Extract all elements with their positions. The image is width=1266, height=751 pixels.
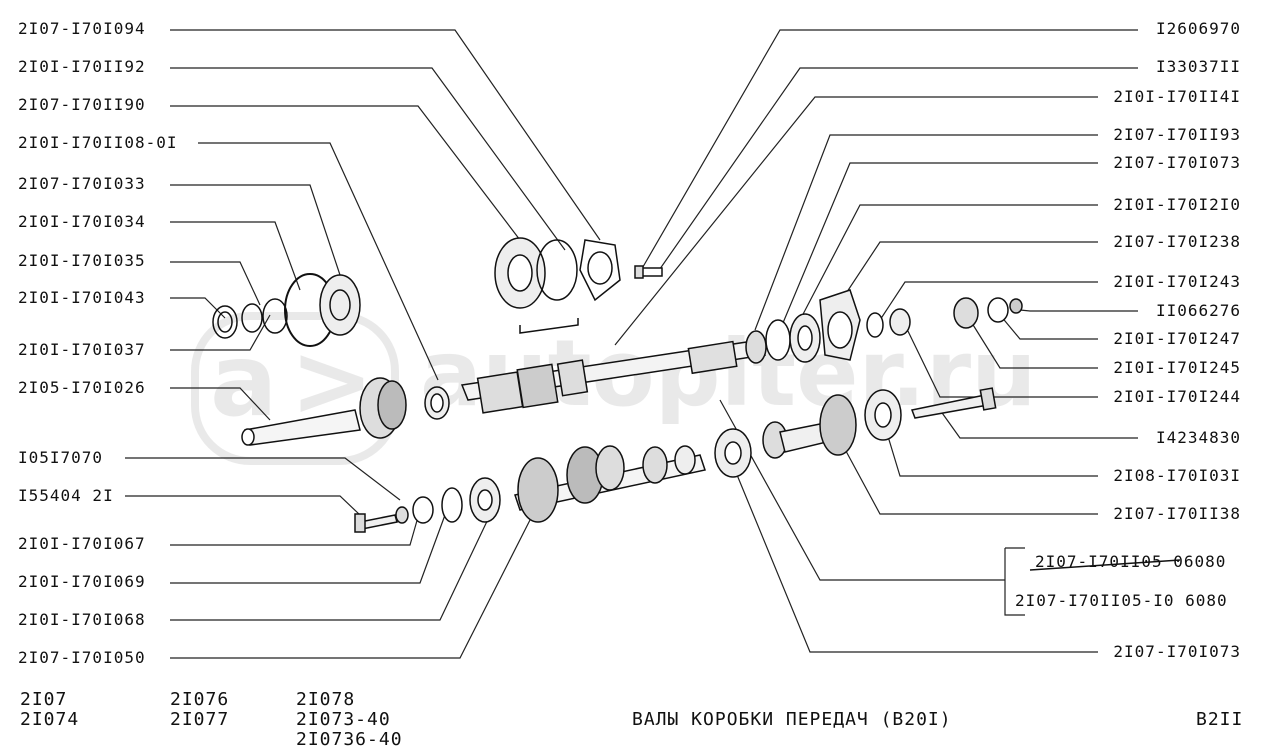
- bearings-upper-left: [212, 237, 663, 347]
- label-right-15: 2I07-I70II38: [1113, 504, 1241, 523]
- label-bottom-right: 2I07-I70I073: [1113, 642, 1241, 661]
- label-right-8: 2I0I-I70I243: [1113, 272, 1241, 291]
- counter-shaft-assembly: [514, 428, 752, 523]
- strike-line: [1029, 559, 1181, 571]
- label-right-13: I4234830: [1155, 428, 1241, 447]
- watermark: a > autopiter.ru: [191, 312, 1037, 465]
- leader-lines-left: [125, 29, 601, 659]
- footer-model-3a: 2I078: [296, 689, 356, 710]
- footer-model-3c: 2I0736-40: [296, 729, 403, 750]
- label-left-6: 2I0I-I70I034: [18, 212, 146, 231]
- long-bolt: [910, 387, 997, 419]
- label-right-7: 2I07-I70I238: [1113, 232, 1241, 251]
- label-left-11: I05I7070: [18, 448, 104, 467]
- label-struck-part: 2I07-I70II05 06080: [1035, 552, 1227, 571]
- label-left-1: 2I07-I70I094: [18, 19, 146, 38]
- footer-model-2a: 2I076: [170, 689, 230, 710]
- lower-left-fasteners: [354, 477, 501, 533]
- footer-model-1b: 2I074: [20, 709, 80, 730]
- label-right-12: 2I0I-I70I244: [1113, 387, 1241, 406]
- input-shaft-assembly: [424, 313, 821, 420]
- label-left-12: I55404 2I: [18, 486, 114, 505]
- label-current-part: 2I07-I70II05-I0 6080: [1015, 591, 1228, 610]
- label-right-1: I2606970: [1155, 19, 1241, 38]
- label-right-14: 2I08-I70I03I: [1113, 466, 1241, 485]
- label-right-5: 2I07-I70I073: [1113, 153, 1241, 172]
- label-left-2: 2I0I-I70II92: [18, 57, 146, 76]
- label-right-4: 2I07-I70II93: [1113, 125, 1241, 144]
- label-right-2: I33037II: [1155, 57, 1241, 76]
- reverse-gear-assembly: [762, 389, 902, 459]
- label-left-3: 2I07-I70II90: [18, 95, 146, 114]
- label-left-4: 2I0I-I70II08-0I: [18, 133, 178, 152]
- leader-lines-right: [614, 29, 1138, 653]
- label-left-8: 2I0I-I70I043: [18, 288, 146, 307]
- footer-model-1a: 2I07: [20, 689, 68, 710]
- svg-text:a: a: [210, 322, 277, 439]
- rear-housing-parts: [819, 289, 1023, 361]
- label-left-5: 2I07-I70I033: [18, 174, 146, 193]
- label-right-9: II066276: [1155, 301, 1241, 320]
- label-left-10: 2I05-I70I026: [18, 378, 146, 397]
- label-right-10: 2I0I-I70I247: [1113, 329, 1241, 348]
- label-right-11: 2I0I-I70I245: [1113, 358, 1241, 377]
- footer-model-3b: 2I073-40: [296, 709, 391, 730]
- label-left-14: 2I0I-I70I069: [18, 572, 146, 591]
- footer-model-2b: 2I077: [170, 709, 230, 730]
- label-left-16: 2I07-I70I050: [18, 648, 146, 667]
- label-left-15: 2I0I-I70I068: [18, 610, 146, 629]
- label-left-13: 2I0I-I70I067: [18, 534, 146, 553]
- label-left-7: 2I0I-I70I035: [18, 251, 146, 270]
- page-number: В2II: [1196, 709, 1244, 730]
- label-right-3: 2I0I-I70II4I: [1113, 87, 1241, 106]
- input-shaft: [241, 377, 407, 446]
- label-left-9: 2I0I-I70I037: [18, 340, 146, 359]
- label-right-6: 2I0I-I70I2I0: [1113, 195, 1241, 214]
- page-title: ВАЛЫ КОРОБКИ ПЕРЕДАЧ (В20I): [632, 709, 952, 730]
